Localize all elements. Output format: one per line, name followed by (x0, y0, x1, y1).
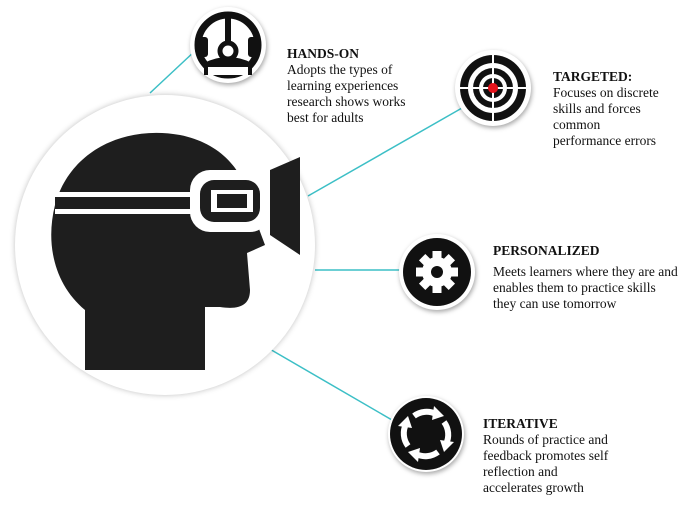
connector-hands-on (149, 49, 197, 94)
feature-body-line: Rounds of practice and (483, 432, 608, 447)
feature-targeted: TARGETED: Focuses on discrete skills and… (553, 69, 659, 149)
targeted-icon-badge (455, 50, 531, 126)
feature-body-line: performance errors (553, 133, 657, 148)
hands-on-icon-badge (190, 7, 266, 83)
feature-title: HANDS-ON (287, 46, 360, 61)
feature-body-line: feedback promotes self (483, 448, 609, 463)
feature-title: TARGETED: (553, 69, 633, 84)
iterative-icon-badge (388, 396, 464, 472)
feature-body-line: enables them to practice skills (493, 280, 656, 295)
feature-title: PERSONALIZED (493, 243, 600, 258)
cycle-arrows-icon (390, 398, 462, 470)
feature-body-line: common (553, 117, 601, 132)
vr-headset-illustration (15, 95, 315, 395)
feature-body-line: accelerates growth (483, 480, 584, 495)
personalized-icon-badge (399, 234, 475, 310)
gear-icon (403, 238, 471, 306)
feature-body-line: Focuses on discrete (553, 85, 659, 100)
feature-body-line: Adopts the types of (287, 62, 393, 77)
feature-body-line: Meets learners where they are and (493, 264, 678, 279)
feature-body-line: best for adults (287, 110, 364, 125)
feature-body-line: they can use tomorrow (493, 296, 617, 311)
feature-hands-on: HANDS-ON Adopts the types of learning ex… (287, 46, 405, 126)
connector-targeted (307, 107, 463, 197)
steering-wheel-icon (194, 11, 262, 79)
target-icon (460, 55, 526, 121)
feature-iterative: ITERATIVE Rounds of practice and feedbac… (483, 416, 608, 496)
feature-body-line: learning experiences (287, 78, 399, 93)
feature-title: ITERATIVE (483, 416, 558, 431)
vr-head-icon (51, 132, 300, 370)
feature-body-line: reflection and (483, 464, 558, 479)
feature-body-line: research shows works (287, 94, 406, 109)
connector-iterative (267, 347, 393, 421)
feature-personalized: PERSONALIZED Meets learners where they a… (493, 243, 678, 312)
feature-body-line: skills and forces (553, 101, 641, 116)
